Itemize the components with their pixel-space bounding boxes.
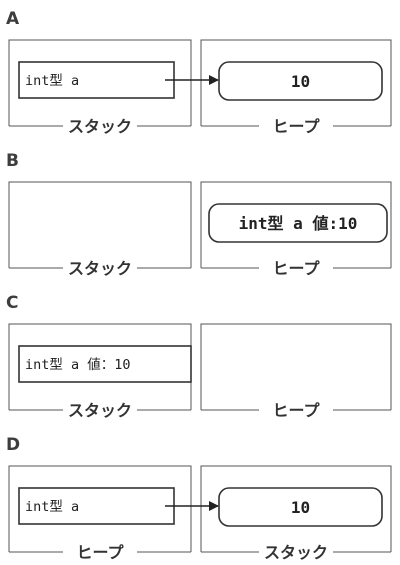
option-letter: B [6, 151, 19, 171]
left-memory-panel: スタック [8, 181, 192, 278]
right-panel-label: スタック [264, 543, 328, 562]
left-panel-label: スタック [68, 401, 132, 420]
right-box-text: int型 a 値:10 [239, 214, 358, 233]
option-letter: D [6, 435, 20, 455]
panel-frame [8, 465, 192, 552]
option-c: C スタック ヒープ int型 a 値：10 [6, 293, 392, 420]
left-memory-panel: ヒープ [8, 465, 192, 562]
panel-frame [200, 323, 392, 410]
panel-frame [200, 181, 392, 268]
option-a: A スタック ヒープ int型 a 10 [6, 9, 392, 136]
left-panel-label: スタック [68, 259, 132, 278]
left-value-box: int型 a 値：10 [18, 345, 192, 383]
panel-frame [200, 465, 392, 552]
left-box-text: int型 a 値：10 [25, 357, 131, 373]
panel-frame [200, 39, 392, 126]
right-memory-panel: スタック [200, 465, 392, 562]
left-value-box: int型 a [18, 61, 175, 99]
option-d: D ヒープ スタック int型 a 10 [6, 435, 392, 562]
option-letter: A [6, 9, 20, 29]
left-panel-label: スタック [68, 117, 132, 136]
option-b: B スタック ヒープ int型 a 値:10 [6, 151, 392, 278]
right-value-box: 10 [218, 61, 383, 101]
right-panel-label: ヒープ [272, 117, 320, 136]
panel-frame [8, 181, 192, 268]
right-value-box: int型 a 値:10 [208, 203, 388, 243]
left-value-box: int型 a [18, 487, 175, 525]
right-memory-panel: ヒープ [200, 181, 392, 278]
left-memory-panel: スタック [8, 39, 192, 136]
right-panel-label: ヒープ [272, 259, 320, 278]
option-letter: C [6, 293, 18, 313]
left-panel-label: ヒープ [76, 543, 124, 562]
right-box-text: 10 [291, 72, 310, 91]
right-memory-panel: ヒープ [200, 323, 392, 420]
left-box-text: int型 a [25, 73, 79, 89]
left-box-text: int型 a [25, 499, 79, 515]
panel-frame [8, 39, 192, 126]
right-panel-label: ヒープ [272, 401, 320, 420]
right-value-box: 10 [218, 487, 383, 527]
right-box-text: 10 [291, 498, 310, 517]
right-memory-panel: ヒープ [200, 39, 392, 136]
